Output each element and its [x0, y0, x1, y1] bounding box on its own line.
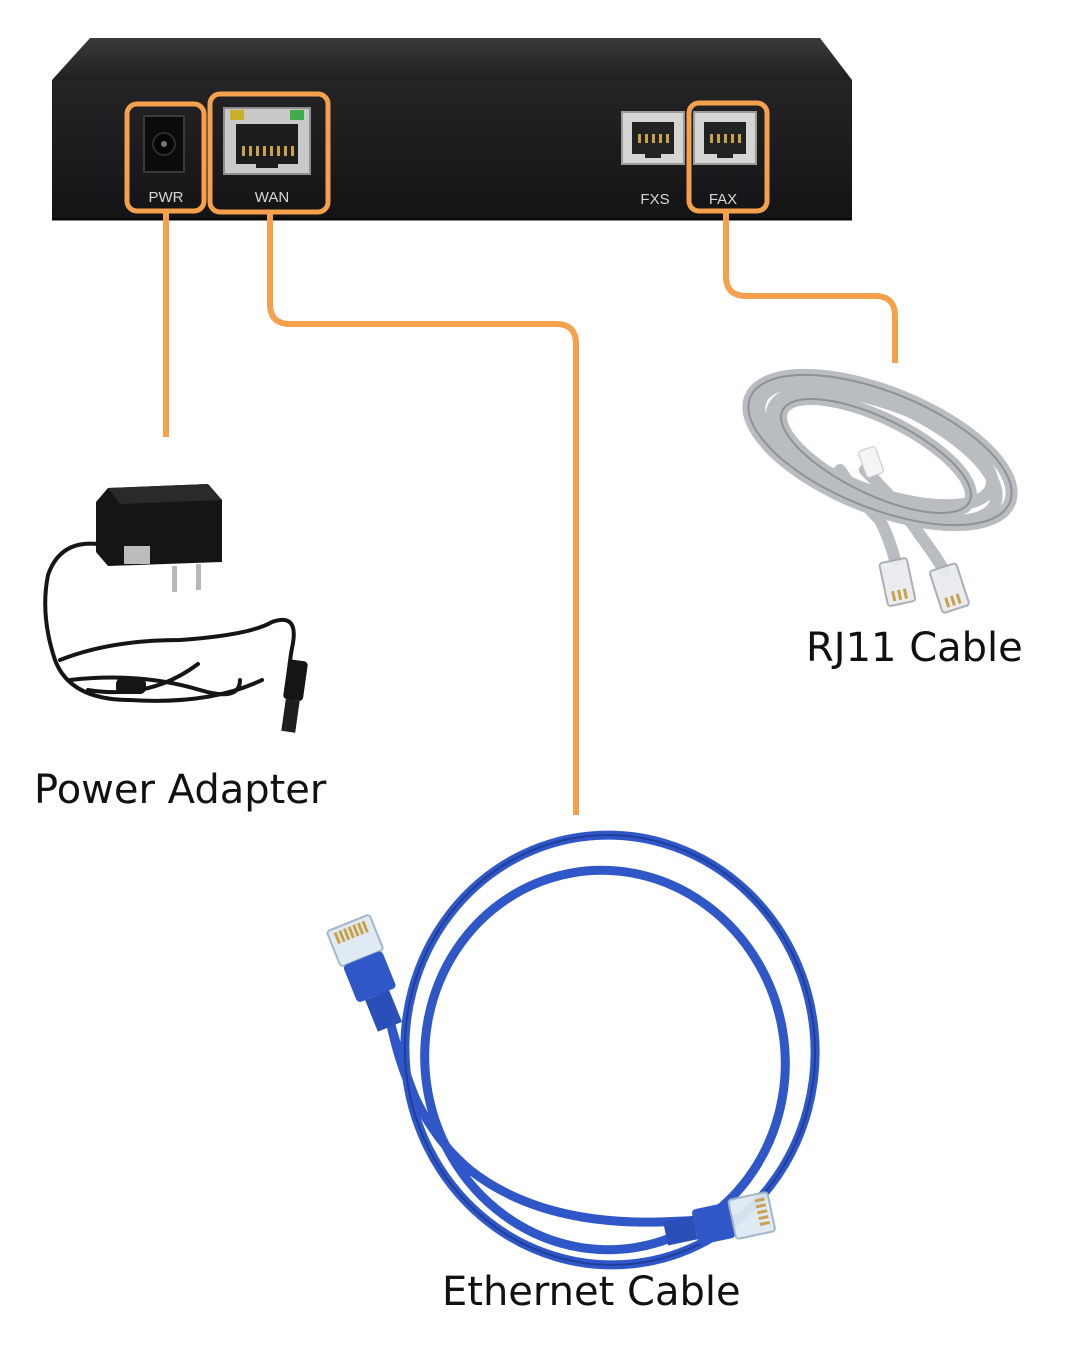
voip-adapter-device: PWR WAN	[52, 38, 852, 221]
ethernet-plug-left	[326, 914, 402, 1032]
rj11-cable-caption: RJ11 Cable	[806, 625, 1023, 671]
rj11-plug-left	[878, 557, 917, 607]
ethernet-cable-caption: Ethernet Cable	[442, 1269, 741, 1315]
rj11-cable-image	[742, 368, 1018, 614]
fxs-port-label: FXS	[640, 191, 669, 208]
fax-port: FAX	[693, 111, 757, 208]
fax-port-label: FAX	[709, 191, 737, 208]
ethernet-cable-image	[326, 830, 820, 1270]
pwr-port-label: PWR	[149, 189, 184, 206]
power-adapter-caption: Power Adapter	[34, 767, 327, 813]
ethernet-plug-right	[663, 1191, 776, 1246]
pwr-port-highlight	[124, 101, 207, 214]
wan-port: WAN	[223, 107, 311, 206]
power-adapter-image	[43, 484, 308, 733]
pwr-port: PWR	[143, 115, 185, 206]
fxs-port: FXS	[621, 111, 685, 208]
device-top-surface	[52, 38, 852, 80]
rj11-plug-right	[929, 562, 970, 614]
rj11-connector-line	[723, 212, 898, 363]
ethernet-connector-line	[267, 212, 579, 815]
fax-port-highlight	[686, 100, 770, 214]
wan-port-label: WAN	[255, 189, 289, 206]
